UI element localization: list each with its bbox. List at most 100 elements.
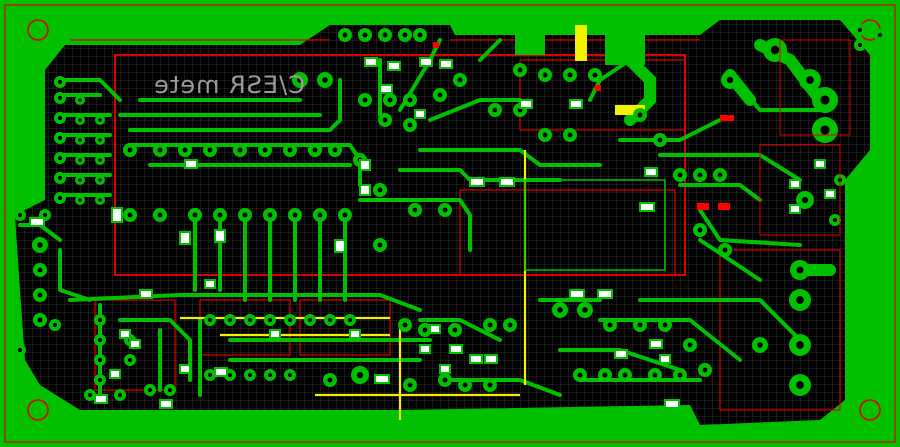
- pad-hole: [207, 372, 213, 378]
- pad-hole: [677, 372, 683, 378]
- pad-hole: [57, 79, 63, 85]
- smd-part: [519, 99, 533, 109]
- smd-part: [499, 177, 515, 187]
- pad-hole: [662, 322, 668, 328]
- smd-part: [614, 349, 628, 359]
- smd-part: [359, 159, 371, 171]
- pad-hole: [677, 172, 683, 178]
- smd-part: [664, 399, 680, 409]
- pad-hole: [57, 95, 63, 101]
- pad-hole: [796, 266, 804, 274]
- pad-hole: [637, 322, 643, 328]
- pad-hole: [382, 32, 388, 38]
- pad-hole: [857, 27, 863, 33]
- pad-hole: [820, 95, 830, 105]
- pad-hole: [457, 77, 463, 83]
- pad-hole: [322, 77, 328, 83]
- pad-hole: [98, 158, 102, 162]
- pad-hole: [592, 72, 598, 78]
- pad-hole: [417, 32, 423, 38]
- pad-hole: [442, 377, 448, 383]
- pad-hole: [377, 242, 383, 248]
- pad-hole: [437, 92, 443, 98]
- smd-part: [644, 167, 658, 177]
- pad-hole: [37, 267, 43, 273]
- pad-hole: [697, 172, 703, 178]
- pad-hole: [412, 207, 418, 213]
- smd-part: [814, 159, 826, 169]
- pad-hole: [487, 322, 493, 328]
- component-outlines-right: [759, 39, 851, 236]
- pad-hole: [217, 212, 223, 218]
- pad-hole: [722, 247, 728, 253]
- pad-hole: [37, 292, 43, 298]
- pad-hole: [770, 45, 780, 55]
- smd-part: [359, 184, 371, 196]
- pad-hole: [52, 322, 58, 328]
- pad-hole: [382, 117, 388, 123]
- smd-part: [374, 374, 390, 384]
- pad-hole: [452, 327, 458, 333]
- pad-hole: [267, 317, 273, 323]
- pad-hole: [117, 392, 123, 398]
- smd-part: [334, 239, 346, 253]
- smd-part: [214, 367, 228, 377]
- pad-hole: [37, 317, 43, 323]
- smd-part: [484, 354, 498, 364]
- pad-hole: [287, 317, 293, 323]
- pad-hole: [407, 97, 413, 103]
- pad-hole: [97, 317, 103, 323]
- smd-part: [159, 399, 173, 409]
- through-hole-pads: [14, 24, 886, 401]
- smd-part: [789, 179, 801, 189]
- pad-hole: [98, 118, 102, 122]
- ic-footprint: [515, 20, 666, 271]
- smd-part: [429, 324, 441, 334]
- smd-part: [639, 202, 655, 212]
- pad-hole: [98, 178, 102, 182]
- pad-hole: [78, 98, 82, 102]
- smd-part: [111, 207, 123, 223]
- jumper-pad-right: [615, 105, 645, 115]
- pad-hole: [57, 175, 63, 181]
- pad-hole: [242, 212, 248, 218]
- pad-hole: [98, 138, 102, 142]
- smd-part: [214, 229, 226, 243]
- pad-hole: [422, 327, 428, 333]
- pad-hole: [157, 212, 163, 218]
- pad-hole: [292, 212, 298, 218]
- pad-hole: [542, 132, 548, 138]
- pad-hole: [362, 32, 368, 38]
- pad-hole: [567, 72, 573, 78]
- pad-hole: [717, 172, 723, 178]
- smd-part: [184, 159, 198, 169]
- smd-part: [387, 61, 401, 71]
- pad-hole: [78, 138, 82, 142]
- pad-hole: [362, 97, 368, 103]
- pad-hole: [507, 322, 513, 328]
- pad-hole: [726, 76, 734, 84]
- pad-hole: [237, 147, 243, 153]
- smd-part: [419, 57, 433, 67]
- pad-hole: [57, 195, 63, 201]
- pad-hole: [442, 207, 448, 213]
- pad-hole: [192, 212, 198, 218]
- smd-part: [129, 339, 141, 349]
- smd-part: [414, 109, 426, 119]
- smd-part: [379, 84, 393, 94]
- pad-hole: [227, 372, 233, 378]
- pad-hole: [487, 382, 493, 388]
- pad-hole: [657, 137, 663, 143]
- pad-hole: [832, 217, 838, 223]
- pad-hole: [167, 387, 173, 393]
- smd-part: [569, 99, 583, 109]
- pad-hole: [17, 347, 23, 353]
- smd-part: [269, 329, 281, 339]
- pad-hole: [387, 97, 393, 103]
- pad-hole: [287, 372, 293, 378]
- pad-hole: [877, 32, 883, 38]
- pad-hole: [796, 381, 804, 389]
- pad-hole: [207, 317, 213, 323]
